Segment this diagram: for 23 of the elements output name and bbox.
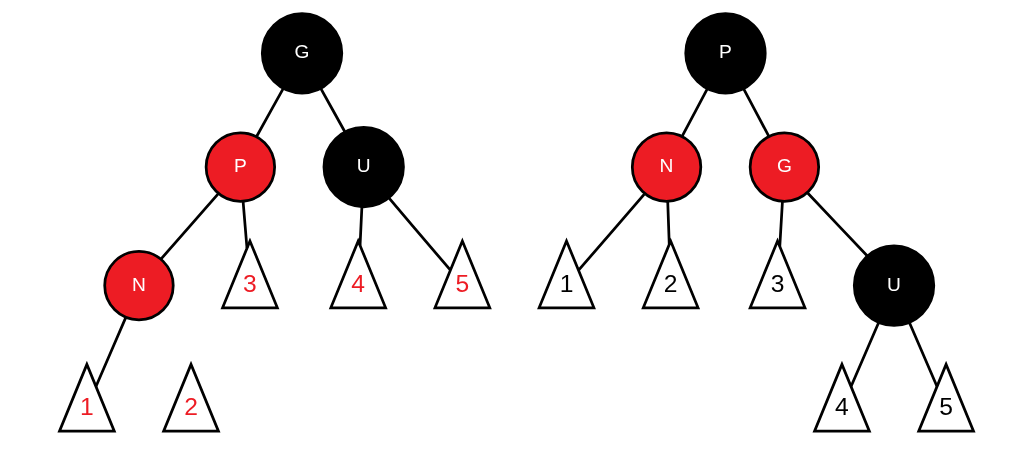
connector xyxy=(577,193,645,272)
connector xyxy=(806,192,868,257)
node-circle: G xyxy=(260,12,343,95)
node-circle: G xyxy=(748,131,820,203)
connector xyxy=(358,206,363,246)
connector xyxy=(849,321,880,387)
connector xyxy=(907,321,938,387)
connector xyxy=(241,201,248,249)
connector xyxy=(159,192,219,261)
node-circle: N xyxy=(102,249,175,322)
connector xyxy=(387,197,451,271)
connector xyxy=(777,201,784,247)
node-circle: P xyxy=(683,12,767,95)
connector xyxy=(254,87,284,138)
connector xyxy=(742,88,770,138)
connector xyxy=(680,88,708,138)
node-circle: U xyxy=(322,125,405,209)
node-circle: U xyxy=(852,244,935,327)
node-circle: N xyxy=(630,131,702,203)
node-circle: P xyxy=(204,131,276,203)
connector xyxy=(94,316,127,387)
connector xyxy=(319,87,346,133)
connector xyxy=(665,201,671,245)
